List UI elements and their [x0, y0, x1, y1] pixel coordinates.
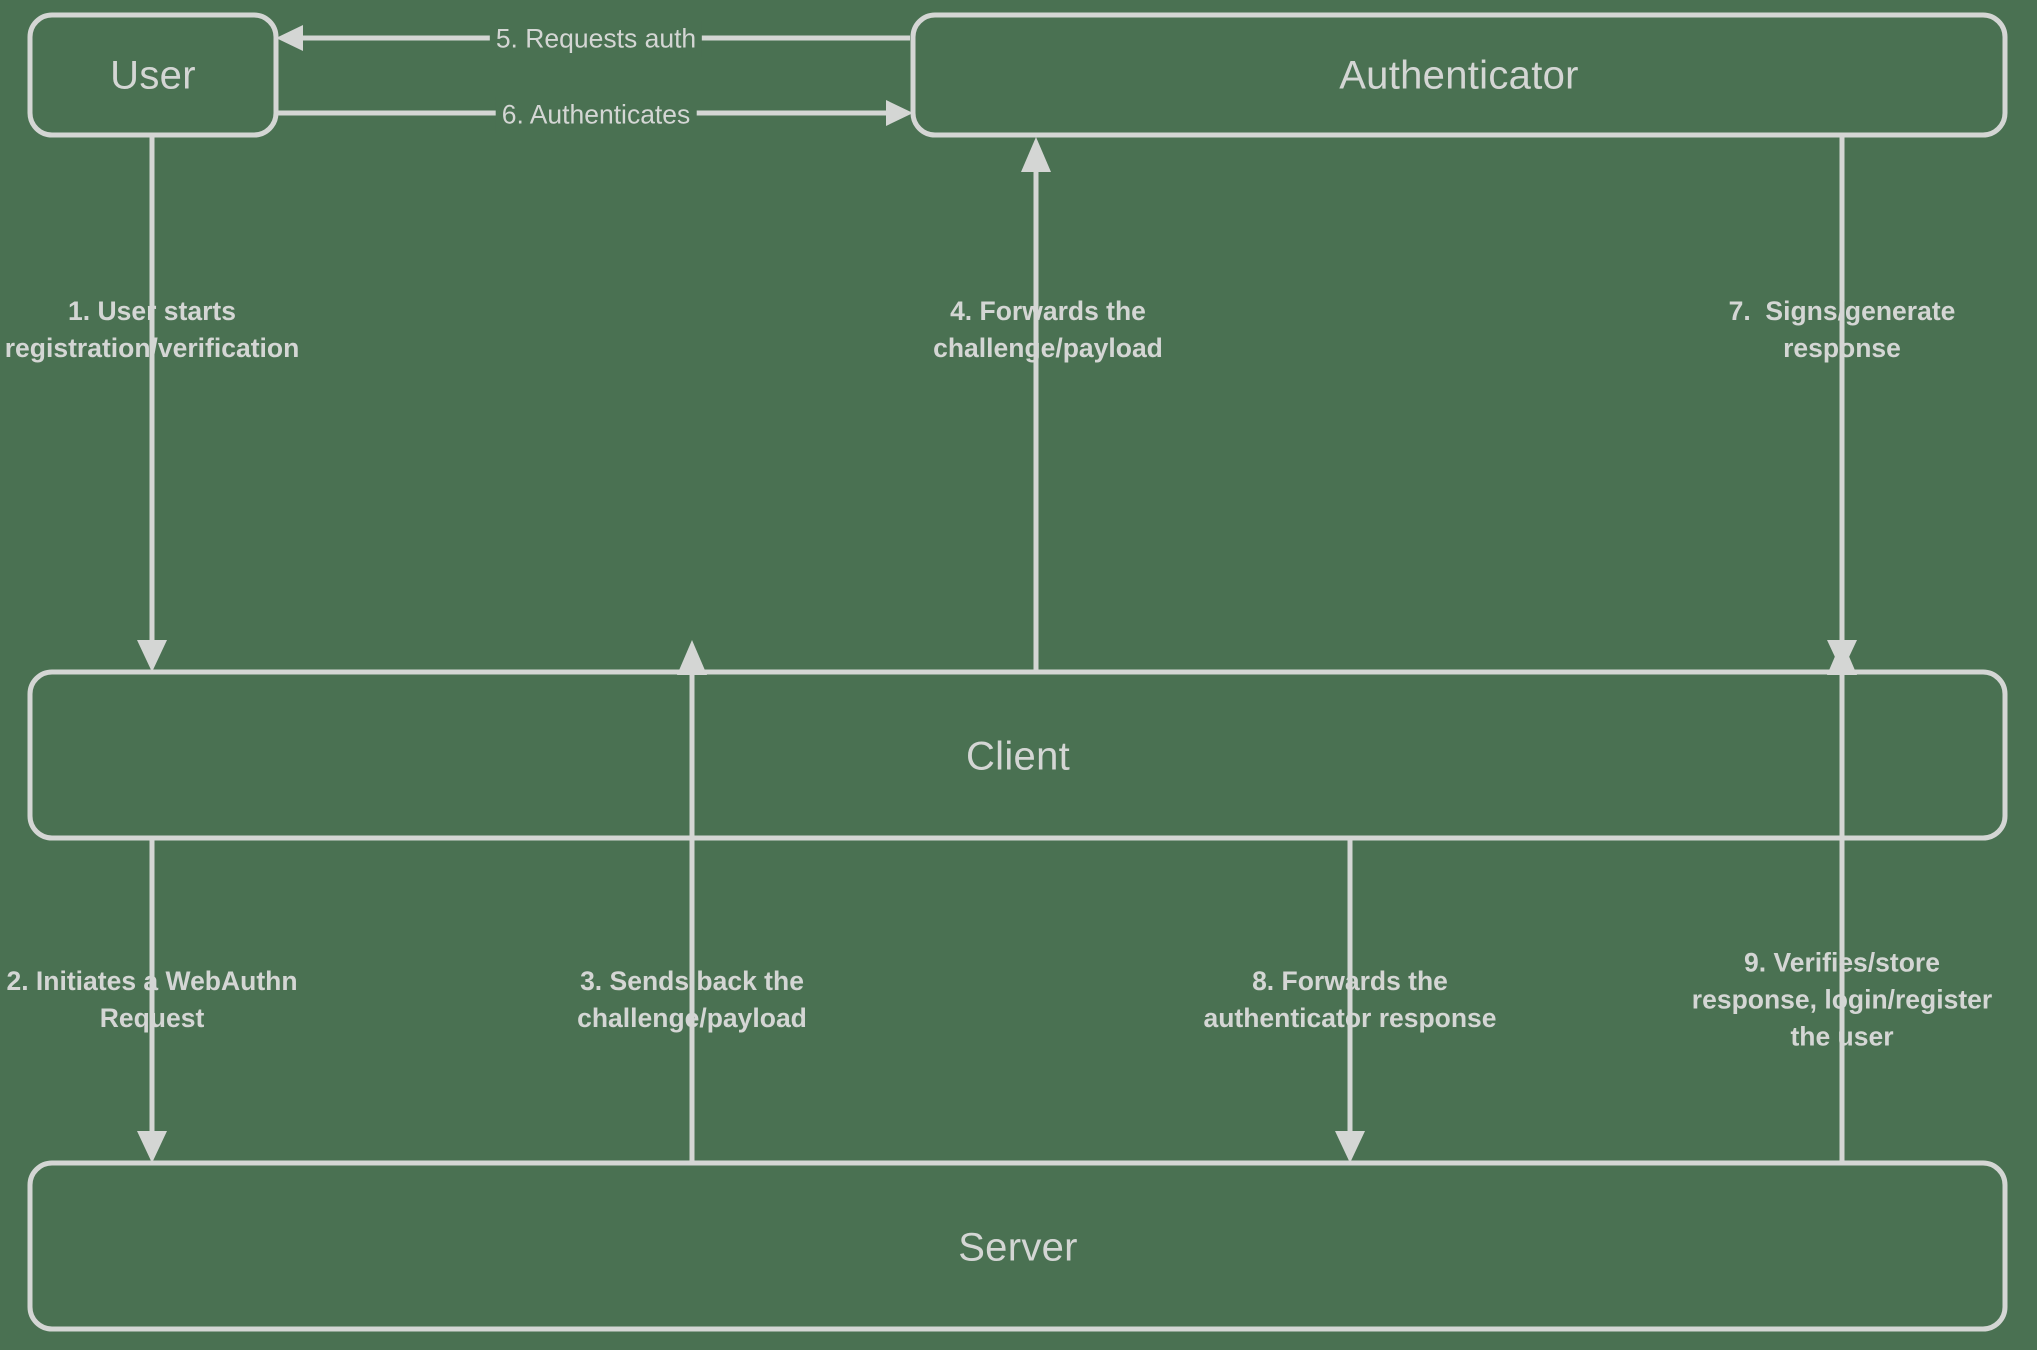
edge-label-step-9-line-3: the user: [1790, 1021, 1894, 1052]
edge-label-step-3-line-2: challenge/payload: [577, 1003, 807, 1033]
edge-label-step-9: 9. Verifies/store response, login/registe…: [1692, 945, 1992, 1056]
edge-step-3: [677, 640, 707, 1163]
edge-step-1: [137, 135, 167, 672]
edge-label-step-8: 8. Forwards the authenticator response: [1203, 963, 1496, 1037]
edge-label-step-3-line-1: 3. Sends back the: [580, 966, 804, 996]
edge-label-step-8-line-1: 8. Forwards the: [1252, 966, 1448, 996]
edge-label-step-4: 4. Forwards the challenge/payload: [933, 293, 1163, 367]
edge-label-step-4-line-2: challenge/payload: [933, 333, 1163, 363]
edge-label-step-7: 7. Signs/generate response: [1729, 293, 1956, 367]
edge-label-step-1-line-2: registration/verification: [4, 333, 300, 363]
node-box-user[interactable]: [27, 12, 279, 138]
edge-label-step-1: 1. User starts registration/verification: [5, 293, 300, 367]
node-box-client[interactable]: [27, 669, 2008, 841]
edge-label-step-7-line-2: response: [1783, 333, 1901, 363]
edge-label-step-5: 5. Requests auth: [489, 20, 703, 58]
edge-label-step-2-line-2: Request: [99, 1003, 205, 1033]
node-box-authenticator[interactable]: [910, 12, 2008, 138]
edge-step-9: [1827, 640, 1857, 1163]
edge-step-2: [137, 838, 167, 1163]
edge-step-4: [1021, 137, 1051, 672]
edge-label-step-9-line-1: 9. Verifies/store: [1744, 947, 1940, 978]
edge-label-step-2-line-1: 2. Initiates a WebAuthn: [6, 966, 298, 996]
edge-label-step-7-line-1: 7. Signs/generate: [1728, 296, 1956, 326]
edge-step-7: [1827, 135, 1857, 672]
edge-label-step-6: 6. Authenticates: [495, 96, 697, 134]
edge-label-step-8-line-2: authenticator response: [1203, 1003, 1497, 1033]
node-box-server[interactable]: [27, 1160, 2008, 1332]
edge-label-step-1-line-1: 1. User starts: [68, 296, 236, 326]
edge-label-step-9-line-2: response, login/register: [1691, 984, 1993, 1015]
edge-label-step-3: 3. Sends back the challenge/payload: [577, 963, 807, 1037]
edge-label-step-4-line-1: 4. Forwards the: [950, 296, 1146, 326]
edge-step-8: [1335, 838, 1365, 1163]
